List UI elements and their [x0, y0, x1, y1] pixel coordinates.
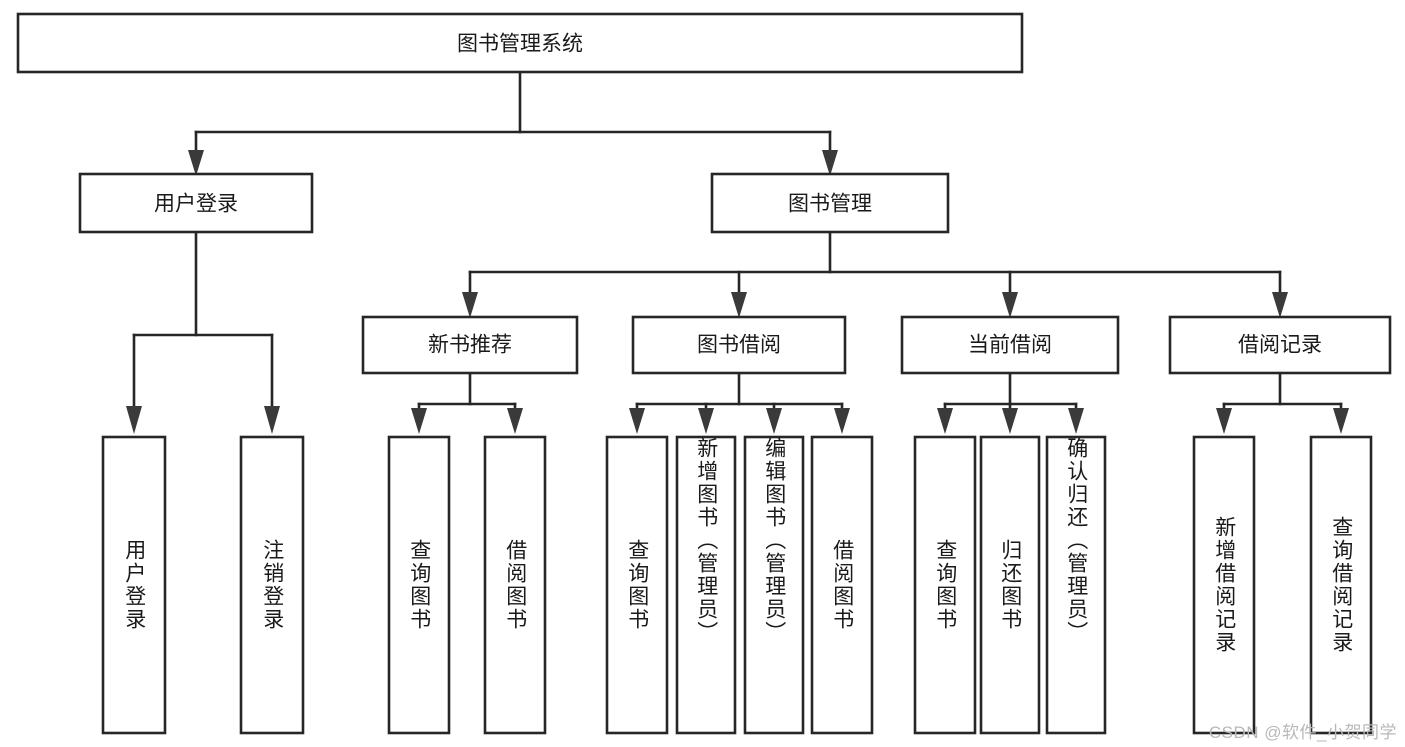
arrow-head-book-borrow — [731, 292, 747, 318]
connector-group-current-borrow — [937, 371, 1084, 434]
leaf-confirm-return-box[interactable] — [1045, 435, 1107, 735]
connector-group-new-book-recommend — [411, 371, 523, 434]
arrow-head-leaf-return-book — [1002, 408, 1018, 434]
leaf-box-group — [101, 435, 1373, 735]
connector-group-borrow-record — [1216, 371, 1349, 434]
node-book-borrow-box[interactable] — [631, 315, 847, 375]
leaf-edit-book-box[interactable] — [743, 435, 805, 735]
node-new-book-recommend[interactable]: 新书推荐 — [361, 315, 579, 375]
arrow-head-book-manage — [822, 150, 838, 176]
node-user-login-label: 用户登录 — [154, 193, 238, 216]
node-user-login[interactable]: 用户登录 — [78, 172, 314, 234]
arrow-head-leaf-user-logout — [264, 406, 280, 434]
arrow-head-leaf-query-book-1 — [411, 408, 427, 434]
node-current-borrow-box[interactable] — [900, 315, 1120, 375]
node-new-book-recommend-label: 新书推荐 — [428, 334, 512, 357]
arrow-head-borrow-record — [1272, 292, 1288, 318]
node-borrow-record-box[interactable] — [1168, 315, 1392, 375]
leaf-add-book-box[interactable] — [675, 435, 737, 735]
leaf-return-book-box[interactable] — [979, 435, 1041, 735]
node-borrow-record[interactable]: 借阅记录 — [1168, 315, 1392, 375]
node-current-borrow[interactable]: 当前借阅 — [900, 315, 1120, 375]
arrow-head-leaf-borrow-book-1 — [507, 408, 523, 434]
node-root-label: 图书管理系统 — [457, 33, 583, 56]
arrow-head-leaf-edit-book — [766, 408, 782, 434]
arrow-head-current-borrow — [1002, 292, 1018, 318]
arrow-head-new-book-recommend — [462, 292, 478, 318]
leaf-query-book-1-box[interactable] — [387, 435, 451, 735]
leaf-borrow-book-2-box[interactable] — [810, 435, 874, 735]
arrow-head-leaf-confirm-return — [1068, 408, 1084, 434]
arrow-head-leaf-query-book-2 — [629, 408, 645, 434]
node-user-login-box[interactable] — [78, 172, 314, 234]
leaf-borrow-book-1-box[interactable] — [483, 435, 547, 735]
leaf-query-book-2-box[interactable] — [605, 435, 669, 735]
leaf-user-login-box[interactable] — [101, 435, 167, 735]
arrow-head-leaf-add-book — [698, 408, 714, 434]
arrow-head-leaf-query-record — [1333, 408, 1349, 434]
leaf-add-record-box[interactable] — [1192, 435, 1256, 735]
arrow-head-user-login — [188, 150, 204, 176]
node-book-manage-label: 图书管理 — [788, 193, 872, 216]
node-book-borrow-label: 图书借阅 — [697, 334, 781, 357]
node-new-book-recommend-box[interactable] — [361, 315, 579, 375]
arrow-head-leaf-user-login — [126, 406, 142, 434]
connector-group-root — [188, 70, 838, 176]
node-book-borrow[interactable]: 图书借阅 — [631, 315, 847, 375]
connector-group-user-login — [126, 230, 280, 434]
node-book-manage[interactable]: 图书管理 — [710, 172, 950, 234]
connector-group-book-manage — [462, 230, 1288, 318]
connector-group-book-borrow — [629, 371, 850, 434]
leaf-query-book-3-box[interactable] — [913, 435, 977, 735]
node-root[interactable]: 图书管理系统 — [16, 12, 1024, 74]
node-current-borrow-label: 当前借阅 — [968, 334, 1052, 357]
arrow-head-leaf-query-book-3 — [937, 408, 953, 434]
node-book-manage-box[interactable] — [710, 172, 950, 234]
arrow-head-leaf-add-record — [1216, 408, 1232, 434]
arrow-head-leaf-borrow-book-2 — [834, 408, 850, 434]
leaf-user-logout-box[interactable] — [239, 435, 305, 735]
leaf-query-record-box[interactable] — [1309, 435, 1373, 735]
node-root-box[interactable] — [16, 12, 1024, 74]
node-borrow-record-label: 借阅记录 — [1238, 334, 1322, 357]
